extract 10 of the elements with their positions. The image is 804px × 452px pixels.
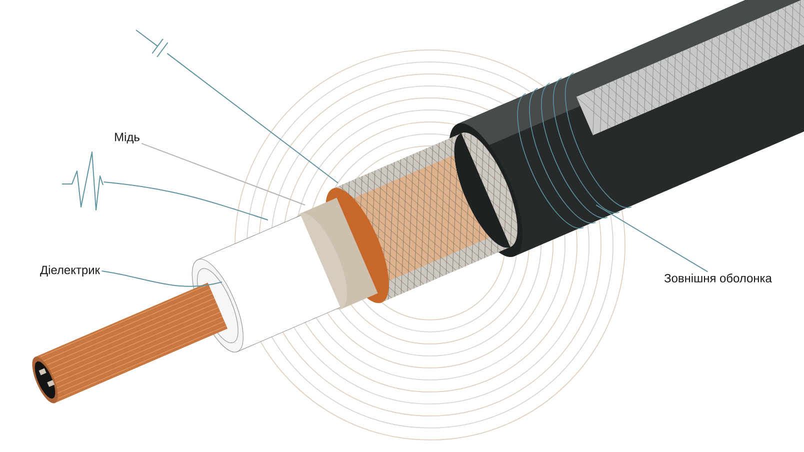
leader-line: [141, 142, 306, 206]
leader-line: [103, 181, 268, 220]
part-label: Мідь: [115, 132, 140, 144]
leader-line: [596, 204, 708, 272]
leader-line: [101, 270, 222, 287]
capacitor-symbol: [136, 30, 168, 58]
part-label: Зовнішня оболонка: [664, 274, 772, 282]
part-label: Діелектрик: [40, 265, 100, 277]
signal-waveform-icon: [62, 151, 104, 210]
leader-line: [166, 52, 338, 184]
